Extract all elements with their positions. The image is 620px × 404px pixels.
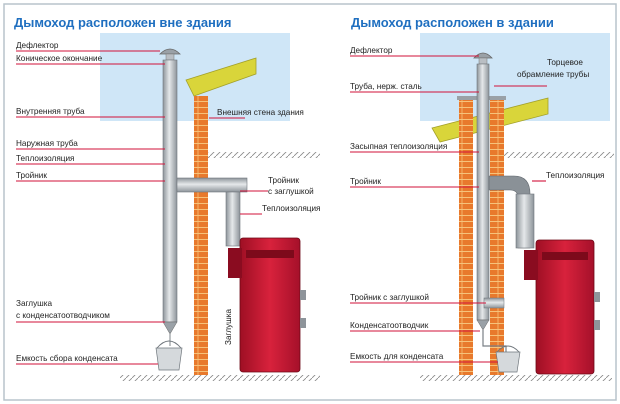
horizontal-flue-pipe xyxy=(176,177,248,193)
label-tee-plug-right: Тройник с заглушкой xyxy=(350,293,429,302)
right-panel: Дымоход расположен в здании Дефлектор Тр… xyxy=(350,15,614,381)
label-tee-right: Тройник xyxy=(350,177,381,186)
label-steel-pipe: Труба, нерж. сталь xyxy=(350,82,422,91)
brick-wall-left xyxy=(459,98,473,376)
label-end-trim-2: обрамление трубы xyxy=(517,70,589,79)
vertical-chimney-pipe xyxy=(162,59,178,323)
ground-hatch-right xyxy=(420,375,612,381)
label-plug: Заглушка xyxy=(16,299,53,308)
label-insulation: Теплоизоляция xyxy=(16,154,74,163)
label-outer-wall: Внешняя стена здания xyxy=(217,108,304,117)
boiler-valve-top xyxy=(300,290,306,300)
roof xyxy=(185,57,257,97)
label-insulation-right: Теплоизоляция xyxy=(262,204,320,213)
left-title: Дымоход расположен вне здания xyxy=(14,15,232,30)
right-title: Дымоход расположен в здании xyxy=(351,15,554,30)
floor-hatch-right xyxy=(504,152,614,158)
label-deflector: Дефлектор xyxy=(16,41,59,50)
boiler-right xyxy=(535,239,595,375)
bucket-handle-right xyxy=(496,345,520,353)
boiler-top-panel xyxy=(246,250,294,258)
label-tee: Тройник xyxy=(16,171,47,180)
label-fill-insulation: Засыпная теплоизоляция xyxy=(350,142,447,151)
label-inner-pipe: Внутренняя труба xyxy=(16,107,85,116)
boiler-side-panel-right xyxy=(524,250,538,280)
label-condensate-tank-right: Емкость для конденсата xyxy=(350,352,444,361)
label-conic-end: Коническое окончание xyxy=(16,54,103,63)
label-end-trim-1: Торцевое xyxy=(547,58,583,67)
boiler-side-panel xyxy=(228,248,242,278)
flue-down-pipe xyxy=(515,193,535,249)
connector-pipe xyxy=(225,191,241,247)
drain-tube xyxy=(482,330,507,352)
label-deflector-right: Дефлектор xyxy=(350,46,393,55)
ground-hatch xyxy=(120,375,320,381)
left-panel: Дымоход расположен вне здания Дефлектор … xyxy=(14,15,320,381)
deflector-neck-right xyxy=(478,57,488,65)
condensate-cone xyxy=(162,321,178,335)
brick-wall-right xyxy=(490,98,504,376)
label-condensate-trap: Конденсатоотводчик xyxy=(350,321,429,330)
inner-pipe-cone xyxy=(476,319,490,331)
label-outer-pipe: Наружная труба xyxy=(16,139,78,148)
outer-wall xyxy=(194,96,208,376)
condensate-bucket-right xyxy=(495,351,521,373)
boiler-top-panel-right xyxy=(542,252,588,260)
deflector-neck xyxy=(165,53,175,61)
label-condensate-tank: Емкость сбора конденсата xyxy=(16,354,118,363)
label-tee-plug-2: с заглушкой xyxy=(268,187,314,196)
floor-hatch xyxy=(208,152,320,158)
label-insulation-right-panel: Теплоизоляция xyxy=(546,171,604,180)
deflector-cap xyxy=(159,48,181,55)
boiler-valve-bottom xyxy=(300,318,306,328)
boiler-valve-top-right xyxy=(594,292,600,302)
label-tee-plug-1: Тройник xyxy=(268,176,299,185)
inner-steel-pipe xyxy=(476,63,490,321)
boiler xyxy=(239,237,301,373)
tee-plug-fitting xyxy=(483,297,505,309)
boiler-valve-bottom-right xyxy=(594,320,600,330)
bucket-handle xyxy=(156,340,182,349)
label-plug-vertical: Заглушка xyxy=(224,308,233,345)
condensate-bucket xyxy=(155,347,183,371)
label-plug-condensate: с конденсатоотводчиком xyxy=(16,311,110,320)
